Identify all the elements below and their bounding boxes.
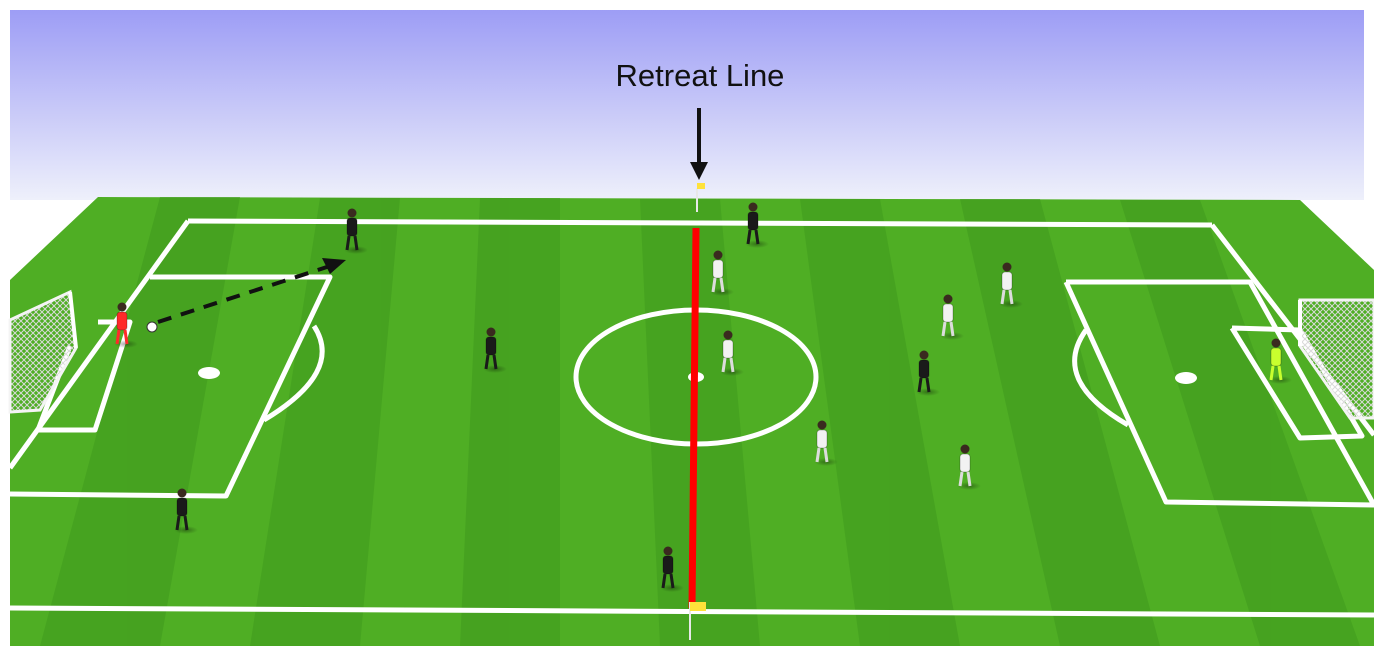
light-player-2 — [999, 262, 1023, 308]
left-goalkeeper — [114, 302, 138, 348]
light-player-3 — [940, 294, 964, 340]
ball — [146, 321, 158, 333]
dashed-pass-arrow — [157, 258, 346, 324]
far-halfway-flag — [696, 183, 705, 212]
retreat-line-caption: Retreat Line — [615, 58, 785, 93]
near-halfway-flag — [689, 602, 706, 640]
right-penalty-arc — [1072, 328, 1130, 428]
right-goal — [1298, 298, 1374, 420]
light-player-6 — [957, 444, 981, 490]
sky-background — [10, 10, 1364, 200]
left-goal — [8, 289, 78, 414]
light-player-4 — [720, 330, 744, 376]
down-arrow-icon — [690, 108, 708, 180]
light-player-1 — [710, 250, 734, 296]
right-goal-area — [1229, 325, 1365, 441]
right-penalty-area — [1063, 279, 1374, 508]
dark-player-3 — [483, 327, 507, 373]
near-touchline — [9, 605, 1374, 618]
light-player-5 — [814, 420, 838, 466]
grass-stripes — [40, 197, 1360, 646]
far-touchline — [187, 218, 1213, 228]
dark-player-5 — [174, 488, 198, 534]
retreat-line — [688, 227, 700, 609]
dark-player-1 — [344, 208, 368, 254]
dark-player-2 — [745, 202, 769, 248]
pitch-markings — [7, 218, 1374, 618]
left-penalty-arc — [262, 324, 325, 423]
dark-player-6 — [660, 546, 684, 592]
dark-player-4 — [916, 350, 940, 396]
right-penalty-spot — [1175, 372, 1197, 384]
right-goalkeeper — [1268, 338, 1292, 384]
players — [114, 202, 1292, 592]
left-penalty-spot — [198, 367, 220, 379]
left-penalty-area — [9, 274, 333, 499]
